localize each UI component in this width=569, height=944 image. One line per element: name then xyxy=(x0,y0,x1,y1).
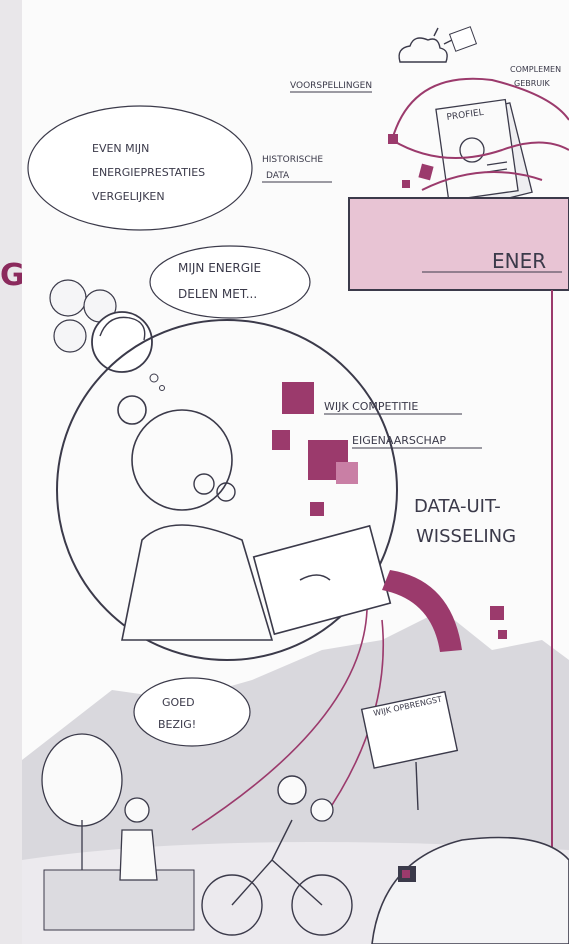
network-node xyxy=(418,164,433,181)
label-complement: COMPLEMEN xyxy=(510,65,561,74)
energy-box-label: ENER xyxy=(492,249,546,273)
small-square-icon xyxy=(336,462,358,484)
bubble-share-line-2: DELEN MET... xyxy=(178,287,257,301)
sketch-canvas: PROFIEL VOORSPELLINGEN COMPLEMEN GEBRUIK… xyxy=(22,0,569,944)
bubble-compare-line-2: ENERGIEPRESTATIES xyxy=(92,166,205,179)
hedge xyxy=(44,870,194,930)
bubble-bezig: BEZIG! xyxy=(158,718,196,731)
energy-box xyxy=(349,198,569,290)
label-wijk-competitie: WIJK COMPETITIE xyxy=(324,400,418,413)
network-node xyxy=(402,180,410,188)
network-node xyxy=(388,134,398,144)
side-heading-fragment: G xyxy=(0,258,25,293)
person-with-tablet xyxy=(118,396,390,640)
label-eigenaarschap: EIGENAARSCHAP xyxy=(352,434,446,447)
bubble-goed-bezig xyxy=(134,678,250,746)
bubble-compare-line-3: VERGELIJKEN xyxy=(92,190,165,203)
bubble-share-line-1: MIJN ENERGIE xyxy=(178,261,261,275)
bubble-goed: GOED xyxy=(162,696,195,709)
tiny-square-icon xyxy=(310,502,324,516)
cloud-icon xyxy=(399,28,452,62)
label-voorspellingen: VOORSPELLINGEN xyxy=(290,81,372,91)
label-historische: HISTORISCHE xyxy=(262,155,323,165)
left-page-margin xyxy=(0,0,22,944)
small-card-icon xyxy=(450,27,477,51)
trophy-icon xyxy=(282,382,314,414)
bubble-share xyxy=(150,246,310,318)
charging-plug-icon xyxy=(402,870,410,878)
label-data-uit: DATA-UIT- xyxy=(414,496,501,517)
sketch-illustration: PROFIEL VOORSPELLINGEN COMPLEMEN GEBRUIK… xyxy=(22,0,569,944)
bubble-compare-line-1: EVEN MIJN xyxy=(92,142,149,155)
signal-square xyxy=(490,606,504,620)
lock-icon xyxy=(272,430,290,450)
label-wisseling: WISSELING xyxy=(416,526,516,547)
label-data: DATA xyxy=(266,171,290,181)
signal-square xyxy=(498,630,507,639)
label-gebruik: GEBRUIK xyxy=(514,79,551,88)
